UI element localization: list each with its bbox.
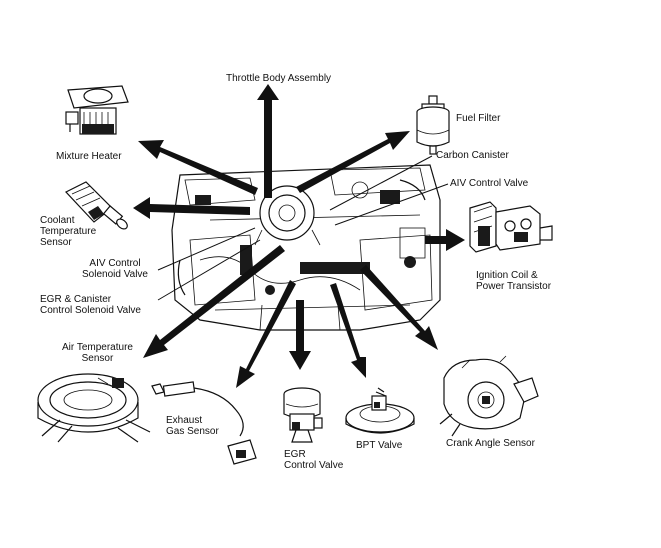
label-ignition-line2: Power Transistor [476, 281, 552, 292]
label-ignition-line1: Ignition Coil & [476, 270, 538, 281]
label-aiv-solenoid-line1: AIV Control [89, 258, 141, 269]
label-mixture-heater: Mixture Heater [56, 151, 122, 162]
crank-angle-sensor-icon [439, 355, 539, 437]
air-temperature-sensor-icon [37, 373, 151, 443]
arrow-crank [360, 265, 438, 350]
leader-lines [157, 155, 449, 301]
label-egr-control-valve: EGR Control Valve [284, 449, 343, 471]
label-crank-angle-sensor: Crank Angle Sensor [446, 438, 535, 449]
label-coolant-line3: Sensor [40, 237, 72, 248]
throttle-body-icon [254, 185, 321, 246]
arrow-throttle [257, 84, 279, 198]
label-exhaust-gas-sensor: Exhaust Gas Sensor [166, 415, 219, 437]
arrow-exhaust [236, 280, 296, 388]
arrow-egr [289, 300, 311, 370]
label-exhaust-line1: Exhaust [166, 415, 203, 426]
label-egr-canister-line2: Control Solenoid Valve [40, 305, 141, 316]
arrows [133, 84, 465, 388]
label-air-temp-sensor: Air Temperature Sensor [62, 342, 133, 364]
label-carbon-canister: Carbon Canister [436, 150, 509, 161]
label-ignition-coil: Ignition Coil & Power Transistor [476, 270, 551, 292]
arrow-bpt [330, 283, 366, 378]
label-bpt-valve: BPT Valve [356, 440, 403, 451]
label-throttle-body: Throttle Body Assembly [226, 73, 332, 84]
arrow-air-temp [143, 245, 285, 358]
egr-valve-icon [283, 387, 323, 443]
arrow-mixture-heater [138, 140, 258, 195]
label-exhaust-line2: Gas Sensor [166, 426, 219, 437]
bpt-valve-icon [345, 387, 415, 434]
arrow-coolant [133, 197, 250, 219]
label-egr-line1: EGR [284, 449, 306, 460]
arrow-fuel-filter [296, 131, 410, 193]
mixture-heater-icon [65, 85, 129, 135]
ignition-coil-icon [469, 201, 553, 253]
fuel-filter-icon [416, 95, 450, 155]
label-fuel-filter: Fuel Filter [456, 113, 501, 124]
engine-assembly-icon [171, 164, 441, 331]
label-coolant-sensor: Coolant Temperature Sensor [40, 215, 96, 248]
coolant-sensor-icon [65, 181, 128, 230]
label-aiv-control-valve: AIV Control Valve [450, 178, 529, 189]
label-coolant-line2: Temperature [40, 226, 97, 237]
label-egr-canister-solenoid: EGR & Canister Control Solenoid Valve [40, 294, 141, 316]
arrow-ignition [425, 229, 465, 251]
label-air-temp-line2: Sensor [81, 353, 114, 364]
label-aiv-solenoid: AIV Control Solenoid Valve [82, 258, 148, 280]
label-aiv-solenoid-line2: Solenoid Valve [82, 269, 148, 280]
label-air-temp-line1: Air Temperature [62, 342, 133, 353]
label-egr-canister-line1: EGR & Canister [40, 294, 112, 305]
exhaust-gas-sensor-icon [151, 381, 257, 465]
label-egr-line2: Control Valve [284, 460, 344, 471]
label-coolant-line1: Coolant [40, 215, 75, 226]
